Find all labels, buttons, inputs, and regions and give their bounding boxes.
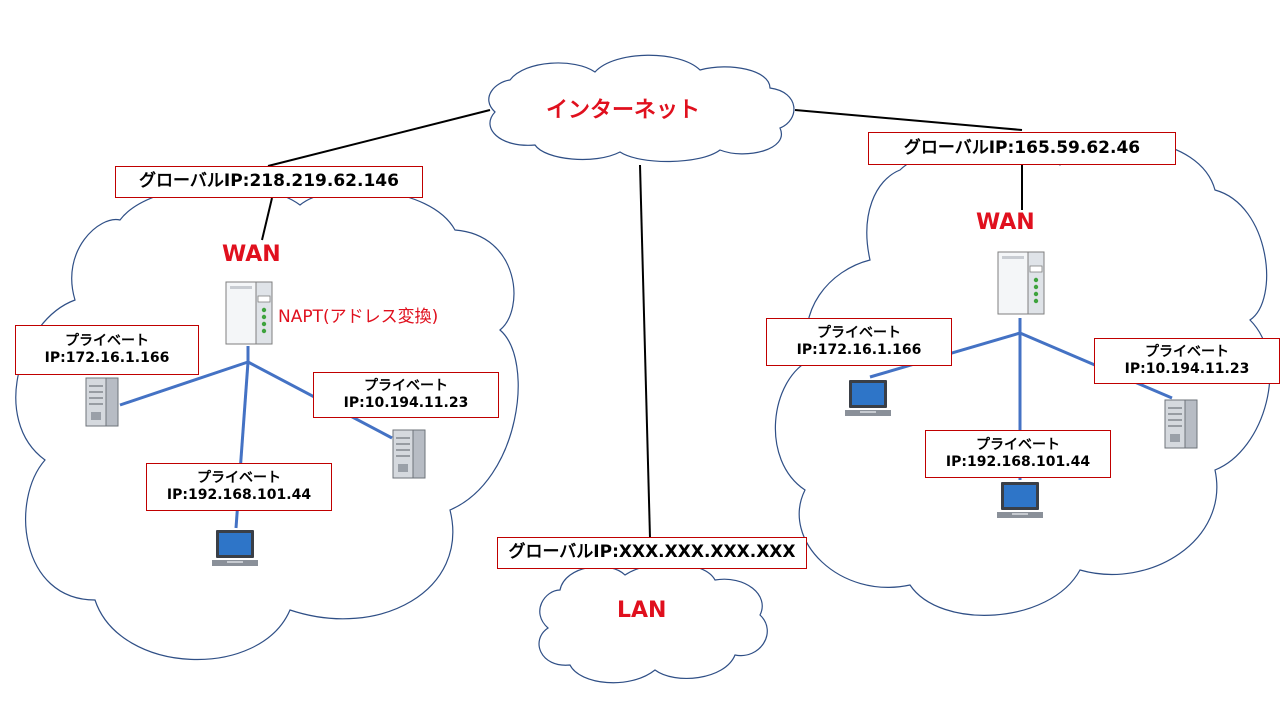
private-ip: IP:192.168.101.44 bbox=[945, 454, 1091, 470]
left-wan-label: WAN bbox=[222, 242, 281, 267]
left-server-icon-2 bbox=[392, 429, 426, 479]
right-global-ip-box: グローバルIP:165.59.62.46 bbox=[868, 132, 1176, 165]
left-global-ip-box: グローバルIP:218.219.62.146 bbox=[115, 166, 423, 198]
lan-label: LAN bbox=[617, 598, 667, 623]
right-laptop-icon-1 bbox=[845, 380, 891, 416]
internet-left-link bbox=[267, 109, 491, 167]
internet-lan-link bbox=[639, 164, 651, 539]
private-label: プライベート bbox=[976, 436, 1060, 453]
lan-global-ip-text: グローバルIP:XXX.XXX.XXX.XXX bbox=[508, 542, 796, 563]
left-private-ip-box-3: プライベート IP:192.168.101.44 bbox=[146, 463, 332, 511]
left-laptop-icon bbox=[212, 530, 258, 566]
private-label: プライベート bbox=[364, 377, 448, 394]
left-hub-server1-link bbox=[119, 360, 249, 407]
left-global-ip-text: グローバルIP:218.219.62.146 bbox=[139, 171, 399, 192]
lan-global-ip-box: グローバルIP:XXX.XXX.XXX.XXX bbox=[497, 537, 807, 569]
right-global-ip-text: グローバルIP:165.59.62.46 bbox=[903, 137, 1141, 158]
private-ip: IP:172.16.1.166 bbox=[796, 342, 922, 358]
private-ip: IP:172.16.1.166 bbox=[44, 350, 170, 366]
right-router-icon bbox=[997, 251, 1045, 315]
right-wan-label: WAN bbox=[976, 210, 1035, 235]
private-ip: IP:10.194.11.23 bbox=[343, 395, 469, 411]
internet-label: インターネット bbox=[546, 98, 701, 123]
right-private-ip-box-1: プライベート IP:172.16.1.166 bbox=[766, 318, 952, 366]
internet-right-link bbox=[794, 109, 1023, 131]
left-private-ip-box-1: プライベート IP:172.16.1.166 bbox=[15, 325, 199, 375]
private-label: プライベート bbox=[817, 324, 901, 341]
left-global-router-link bbox=[261, 197, 273, 241]
right-server-icon bbox=[1164, 399, 1198, 449]
private-ip: IP:192.168.101.44 bbox=[166, 487, 312, 503]
left-server-icon-1 bbox=[85, 377, 119, 427]
private-label: プライベート bbox=[65, 332, 149, 349]
right-private-ip-box-2: プライベート IP:10.194.11.23 bbox=[1094, 338, 1280, 384]
private-ip: IP:10.194.11.23 bbox=[1124, 361, 1250, 377]
left-router-icon bbox=[225, 281, 273, 345]
private-label: プライベート bbox=[197, 469, 281, 486]
napt-label: NAPT(アドレス変換) bbox=[278, 307, 439, 327]
lan-cloud bbox=[538, 562, 768, 684]
private-label: プライベート bbox=[1145, 343, 1229, 360]
right-laptop-icon-2 bbox=[997, 482, 1043, 518]
internet-cloud bbox=[488, 54, 795, 163]
right-private-ip-box-3: プライベート IP:192.168.101.44 bbox=[925, 430, 1111, 478]
left-private-ip-box-2: プライベート IP:10.194.11.23 bbox=[313, 372, 499, 418]
